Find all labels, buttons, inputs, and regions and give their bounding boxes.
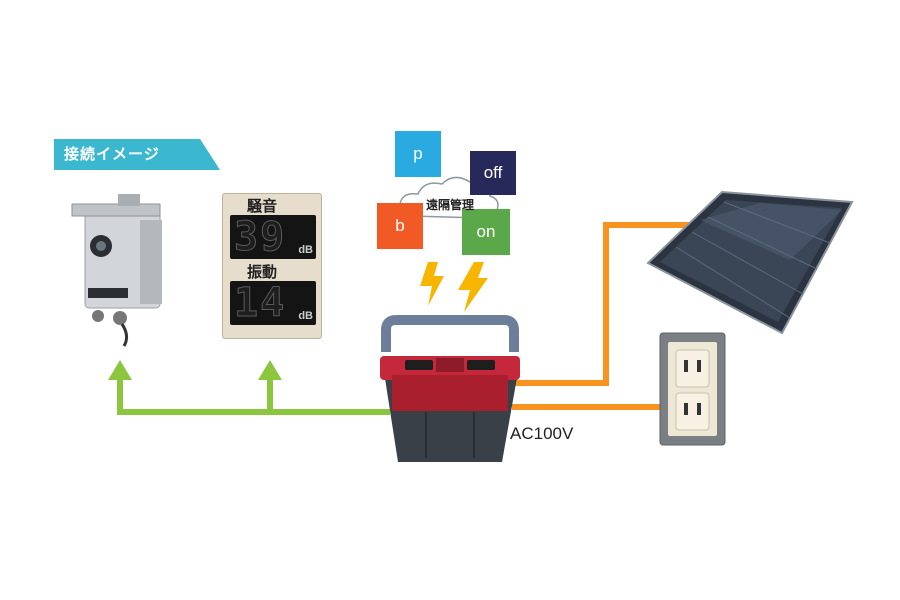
- lightning-bolt-right-icon: [458, 262, 488, 312]
- arrow-up-camera-icon: [108, 360, 132, 380]
- vibration-unit: dB: [298, 310, 313, 322]
- solar-panel-illustration: [646, 190, 854, 335]
- lightning-bolt-left-icon: [420, 262, 444, 306]
- noise-vibration-display: 騒音 39 dB 振動 14 dB: [222, 193, 322, 339]
- arrow-up-display-icon: [258, 360, 282, 380]
- orange-connection-lines: [512, 222, 705, 410]
- vibration-label: 振動: [247, 263, 278, 281]
- status-tile-p: p: [395, 131, 441, 177]
- green-connection-lines: [117, 378, 390, 415]
- noise-value: 39: [233, 215, 287, 259]
- toolbox-illustration: [380, 315, 520, 462]
- power-outlet-illustration: [659, 332, 726, 446]
- camera-unit-illustration: [71, 194, 162, 347]
- remote-management-label: 遠隔管理: [425, 197, 474, 212]
- noise-led-panel: 39 dB: [230, 215, 316, 259]
- status-tile-off: off: [470, 151, 516, 195]
- ac100v-label: AC100V: [510, 424, 574, 443]
- status-tile-b: b: [377, 203, 423, 249]
- vibration-value: 14: [233, 281, 287, 325]
- noise-label: 騒音: [247, 197, 278, 215]
- connection-image-tag: 接続イメージ: [54, 139, 220, 170]
- status-tile-on: on: [462, 209, 510, 255]
- noise-unit: dB: [298, 244, 313, 256]
- vibration-led-panel: 14 dB: [230, 281, 316, 325]
